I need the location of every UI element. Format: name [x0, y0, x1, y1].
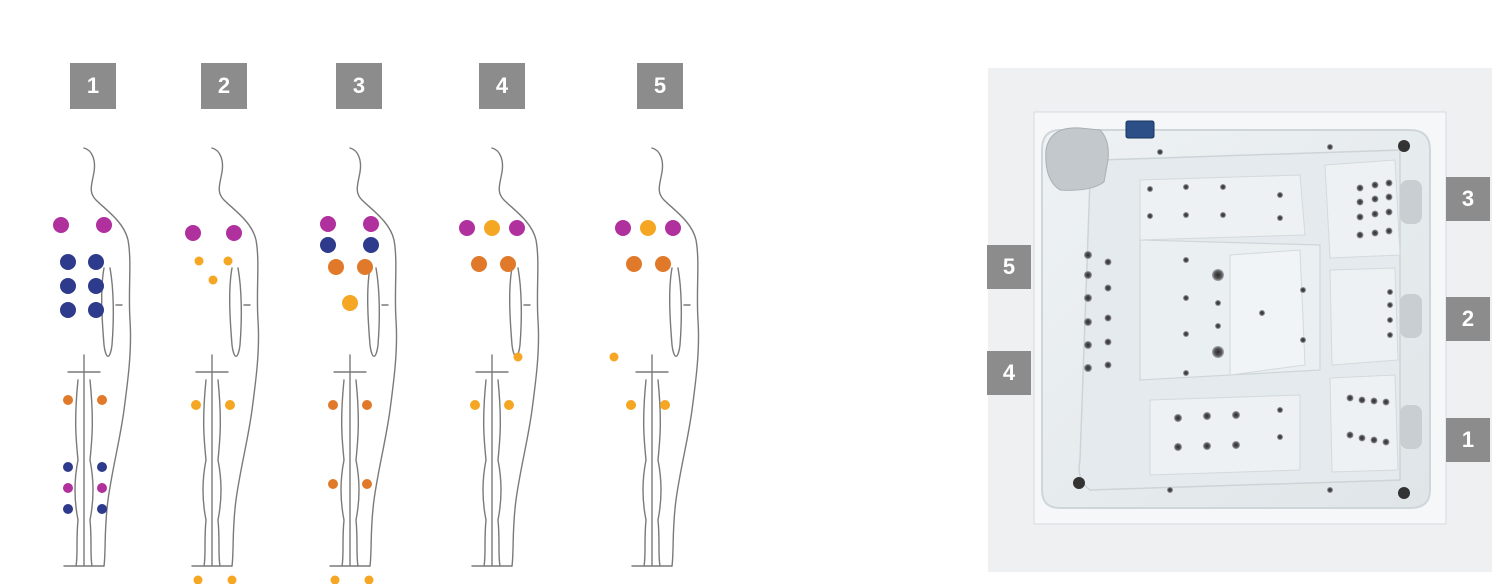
dot-orange: [328, 479, 338, 489]
dot-yellow: [640, 220, 656, 236]
dot-navy: [97, 462, 107, 472]
dot-yellow: [193, 575, 203, 584]
dot-orange: [357, 259, 373, 275]
dot-magenta: [226, 225, 242, 241]
dot-yellow: [225, 400, 235, 410]
seat-label-5: 5: [637, 63, 683, 109]
spa-seat-label-1: 1: [1446, 418, 1490, 462]
body-figure-2: [185, 147, 260, 584]
dot-navy: [88, 278, 104, 294]
dot-navy: [88, 254, 104, 270]
body-figure-1: [53, 147, 132, 567]
dot-yellow: [330, 575, 340, 584]
dot-magenta: [96, 217, 112, 233]
dot-yellow: [513, 352, 523, 362]
dot-orange: [626, 256, 642, 272]
body-figure-4: [459, 147, 540, 567]
seat-label-3: 3: [336, 63, 382, 109]
dot-magenta: [615, 220, 631, 236]
dot-orange: [63, 395, 73, 405]
dot-orange: [362, 479, 372, 489]
dot-orange: [362, 400, 372, 410]
dot-magenta: [97, 483, 107, 493]
spa-seat-label-2: 2: [1446, 297, 1490, 341]
dot-magenta: [63, 483, 73, 493]
dot-yellow: [223, 256, 233, 266]
dot-yellow: [194, 256, 204, 266]
dot-yellow: [191, 400, 201, 410]
dot-navy: [63, 504, 73, 514]
dot-navy: [60, 254, 76, 270]
dot-navy: [60, 302, 76, 318]
dot-yellow: [208, 275, 218, 285]
seat-label-2: 2: [201, 63, 247, 109]
dot-yellow: [609, 352, 619, 362]
dot-yellow: [504, 400, 514, 410]
dot-orange: [328, 400, 338, 410]
dot-yellow: [626, 400, 636, 410]
dot-yellow: [227, 575, 237, 584]
seat-label-1: 1: [70, 63, 116, 109]
dot-navy: [363, 237, 379, 253]
dot-navy: [320, 237, 336, 253]
dot-navy: [63, 462, 73, 472]
dot-orange: [500, 256, 516, 272]
dot-yellow: [484, 220, 500, 236]
dot-magenta: [459, 220, 475, 236]
seat-label-4: 4: [479, 63, 525, 109]
dot-magenta: [185, 225, 201, 241]
dot-magenta: [665, 220, 681, 236]
dot-yellow: [660, 400, 670, 410]
dot-orange: [655, 256, 671, 272]
spa-seat-label-5: 5: [987, 245, 1031, 289]
dot-magenta: [320, 216, 336, 232]
dot-yellow: [364, 575, 374, 584]
dot-navy: [97, 504, 107, 514]
dot-yellow: [470, 400, 480, 410]
dot-orange: [97, 395, 107, 405]
dot-navy: [88, 302, 104, 318]
dot-magenta: [363, 216, 379, 232]
dot-orange: [471, 256, 487, 272]
dot-navy: [60, 278, 76, 294]
dot-magenta: [509, 220, 525, 236]
dot-orange: [328, 259, 344, 275]
seat-massage-diagrams: [53, 147, 700, 584]
dot-yellow: [342, 295, 358, 311]
dot-magenta: [53, 217, 69, 233]
body-figure-3: [320, 147, 398, 584]
body-figure-5: [609, 147, 700, 567]
spa-seat-label-3: 3: [1446, 177, 1490, 221]
spa-seat-label-4: 4: [987, 351, 1031, 395]
